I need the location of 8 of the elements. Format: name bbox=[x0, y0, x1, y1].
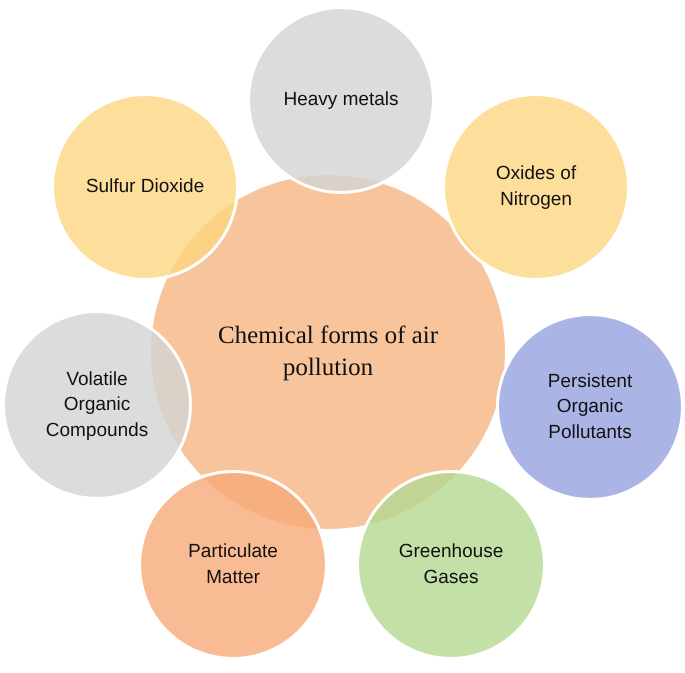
category-label: Oxides of Nitrogen bbox=[494, 162, 578, 212]
category-label: Heavy metals bbox=[283, 88, 399, 112]
category-label: Particulate Matter bbox=[187, 540, 279, 590]
center-label: Chemical forms of air pollution bbox=[216, 320, 440, 383]
category-label: Persistent Organic Pollutants bbox=[546, 370, 634, 445]
category-label: Sulfur Dioxide bbox=[86, 175, 204, 200]
category-label: Volatile Organic Compounds bbox=[44, 368, 150, 443]
category-label: Greenhouse Gases bbox=[398, 540, 504, 590]
